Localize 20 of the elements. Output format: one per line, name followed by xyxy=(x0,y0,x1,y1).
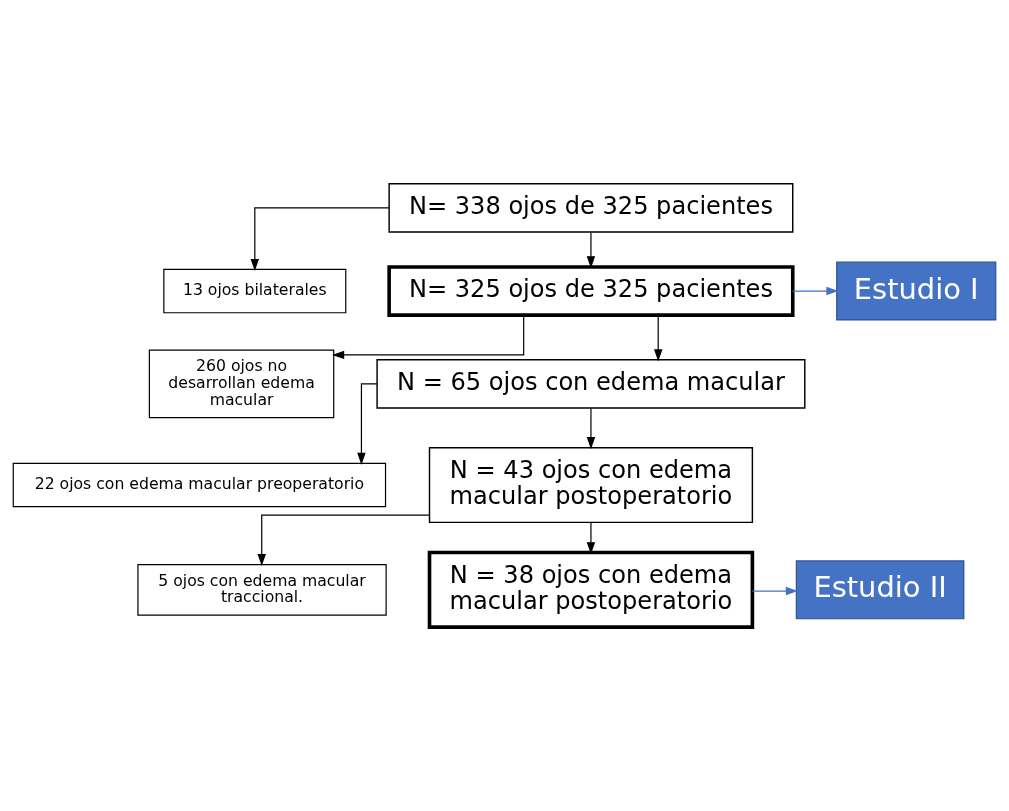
node-box: N = 65 ojos con edema macular xyxy=(376,359,806,409)
node-box: Estudio I xyxy=(836,261,997,321)
node-box: 13 ojos bilaterales xyxy=(163,268,347,314)
arrow xyxy=(586,231,596,269)
node-box: Estudio II xyxy=(795,560,965,620)
arrow xyxy=(751,586,798,596)
node-box: N= 325 ojos de 325 pacientes xyxy=(387,265,795,317)
arrow xyxy=(792,286,839,296)
node-box: N = 43 ojos con edema macular postoperatorio xyxy=(428,446,754,524)
arrow xyxy=(654,314,663,362)
node-box: N = 38 ojos con edema macular postoperatorio xyxy=(427,550,755,629)
node-box: N= 338 ojos de 325 pacientes xyxy=(388,183,794,233)
arrow xyxy=(357,383,378,465)
arrow xyxy=(332,314,525,360)
node-box: 5 ojos con edema macular traccional. xyxy=(137,563,387,616)
node-box: 260 ojos no desarrollan edema macular xyxy=(148,349,335,419)
arrow xyxy=(250,207,390,271)
arrow xyxy=(257,514,430,566)
arrow xyxy=(586,407,596,450)
node-box: 22 ojos con edema macular preoperatorio xyxy=(12,462,387,508)
